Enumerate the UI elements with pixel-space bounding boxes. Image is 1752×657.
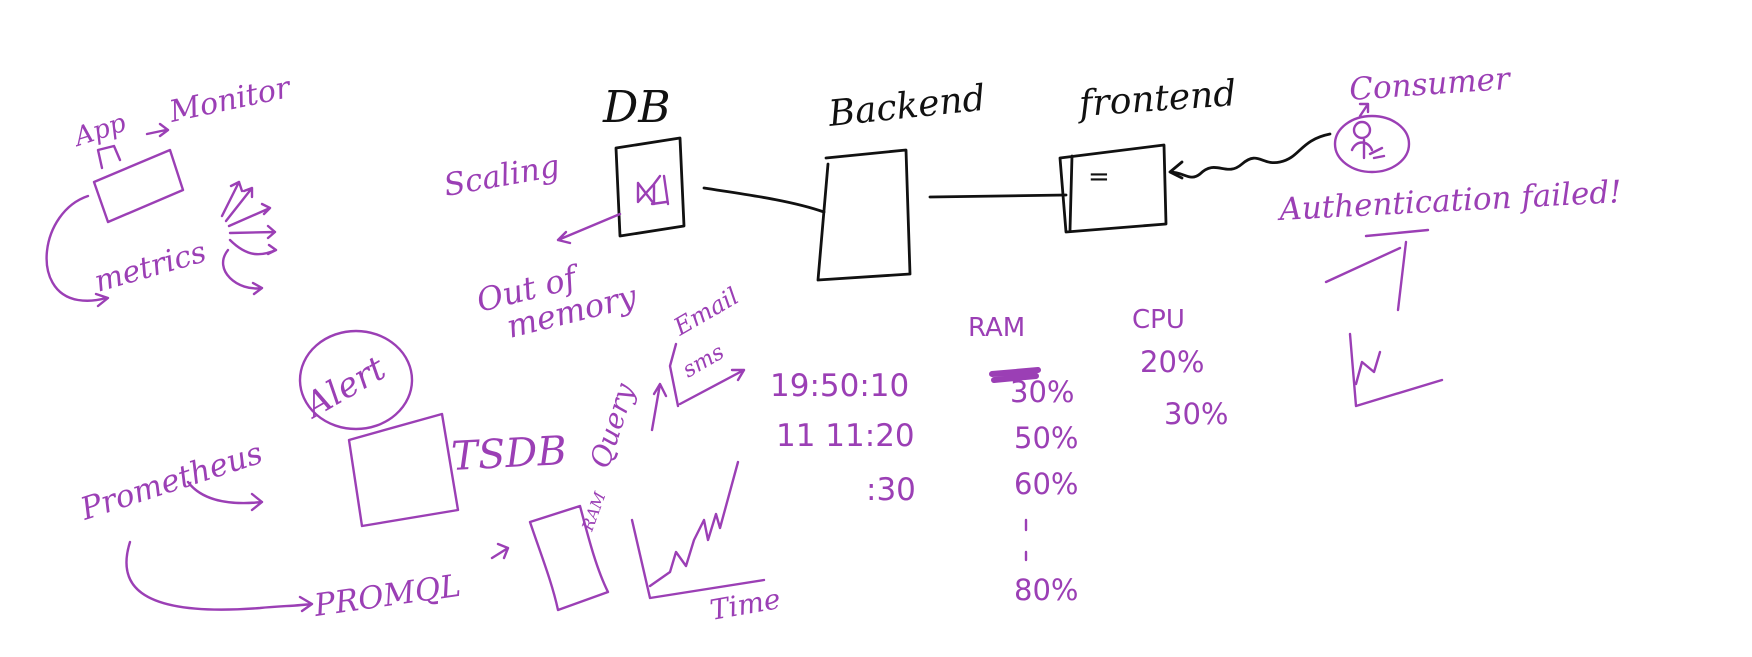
frontend-label: frontend bbox=[1075, 73, 1238, 125]
backend-box bbox=[816, 148, 912, 282]
prometheus-label: Prometheus bbox=[75, 435, 267, 528]
metrics-table: RAM CPU 19:50:10 11 11:20 :30 30% 50% 60… bbox=[770, 305, 1228, 607]
db-inner-icon bbox=[636, 174, 670, 206]
ram-time-chart-icon bbox=[630, 460, 766, 600]
db-backend-connector bbox=[702, 186, 826, 214]
tsdb-box bbox=[347, 412, 460, 528]
frontend-box bbox=[1058, 143, 1168, 234]
timestamp-row-2: 11 11:20 bbox=[776, 418, 915, 454]
ram-column-header: RAM bbox=[968, 313, 1025, 343]
metrics-radiating-arrows-icon bbox=[220, 180, 278, 296]
user-icon bbox=[1350, 120, 1386, 160]
query-up-arrow bbox=[650, 382, 668, 432]
auth-failed-annotation: Authentication failed! bbox=[1276, 174, 1623, 408]
auth-failed-label: Authentication failed! bbox=[1276, 174, 1623, 228]
query-label: Query bbox=[583, 378, 642, 472]
db-node: DB bbox=[556, 82, 686, 245]
ram-value-1: 30% bbox=[1010, 375, 1074, 409]
alert-label: Alert bbox=[296, 348, 393, 427]
ram-value-2: 50% bbox=[1014, 421, 1078, 455]
timestamp-row-3: :30 bbox=[866, 472, 916, 508]
scaling-label: Scaling bbox=[441, 148, 562, 204]
consumer-label: Consumer bbox=[1348, 61, 1513, 108]
app-label: App bbox=[69, 108, 130, 153]
backend-node: Backend bbox=[816, 78, 988, 282]
db-label: DB bbox=[602, 82, 671, 133]
frontend-screen-icon: = bbox=[1088, 162, 1110, 192]
app-box-icon bbox=[92, 144, 185, 224]
monitor-label: Monitor bbox=[165, 70, 294, 130]
out-of-memory-annotation: Out of memory bbox=[473, 257, 641, 346]
alert-circle bbox=[298, 329, 414, 431]
notify-bracket bbox=[668, 342, 746, 408]
cpu-value-1: 20% bbox=[1140, 345, 1204, 379]
ram-value-3: 60% bbox=[1014, 467, 1078, 501]
tsdb-label: TSDB bbox=[450, 428, 568, 480]
metrics-label: metrics bbox=[91, 235, 211, 300]
consumer-node: Consumer bbox=[1333, 61, 1513, 174]
metrics-loop-arrow bbox=[45, 194, 110, 308]
timestamp-row-1: 19:50:10 bbox=[770, 368, 909, 404]
sms-label: sms bbox=[679, 340, 729, 383]
prometheus-section: Prometheus Alert TSDB Query Email sms PR… bbox=[75, 282, 783, 627]
auth-trend-chart-icon bbox=[1324, 240, 1444, 408]
promql-to-db-arrow bbox=[490, 542, 510, 560]
consumer-circle bbox=[1333, 114, 1411, 174]
time-axis-label: Time bbox=[707, 582, 782, 627]
scaling-annotation: Scaling bbox=[441, 148, 562, 204]
db-to-out-of-memory-arrow bbox=[556, 212, 622, 245]
consumer-to-label-arrow bbox=[1358, 102, 1370, 118]
promql-label: PROMQL bbox=[311, 568, 463, 624]
frontend-node: frontend = bbox=[1058, 73, 1238, 234]
app-monitor-sketch: App Monitor metrics bbox=[45, 70, 295, 308]
backend-frontend-connector bbox=[928, 193, 1068, 199]
scribbled-out-value bbox=[989, 367, 1041, 383]
auth-underline bbox=[1364, 228, 1430, 238]
backend-label: Backend bbox=[826, 78, 988, 135]
prometheus-to-promql-arrow bbox=[125, 540, 314, 613]
ram-cylinder bbox=[528, 504, 610, 612]
consumer-to-frontend-arrow bbox=[1168, 132, 1332, 180]
ram-value-4: 80% bbox=[1014, 573, 1078, 607]
cpu-value-2: 30% bbox=[1164, 397, 1228, 431]
cpu-column-header: CPU bbox=[1132, 305, 1185, 335]
prometheus-to-tsdb-arrow bbox=[186, 480, 264, 512]
db-box bbox=[614, 136, 686, 238]
email-label: Email bbox=[668, 282, 743, 342]
app-to-monitor-arrow bbox=[145, 122, 170, 138]
